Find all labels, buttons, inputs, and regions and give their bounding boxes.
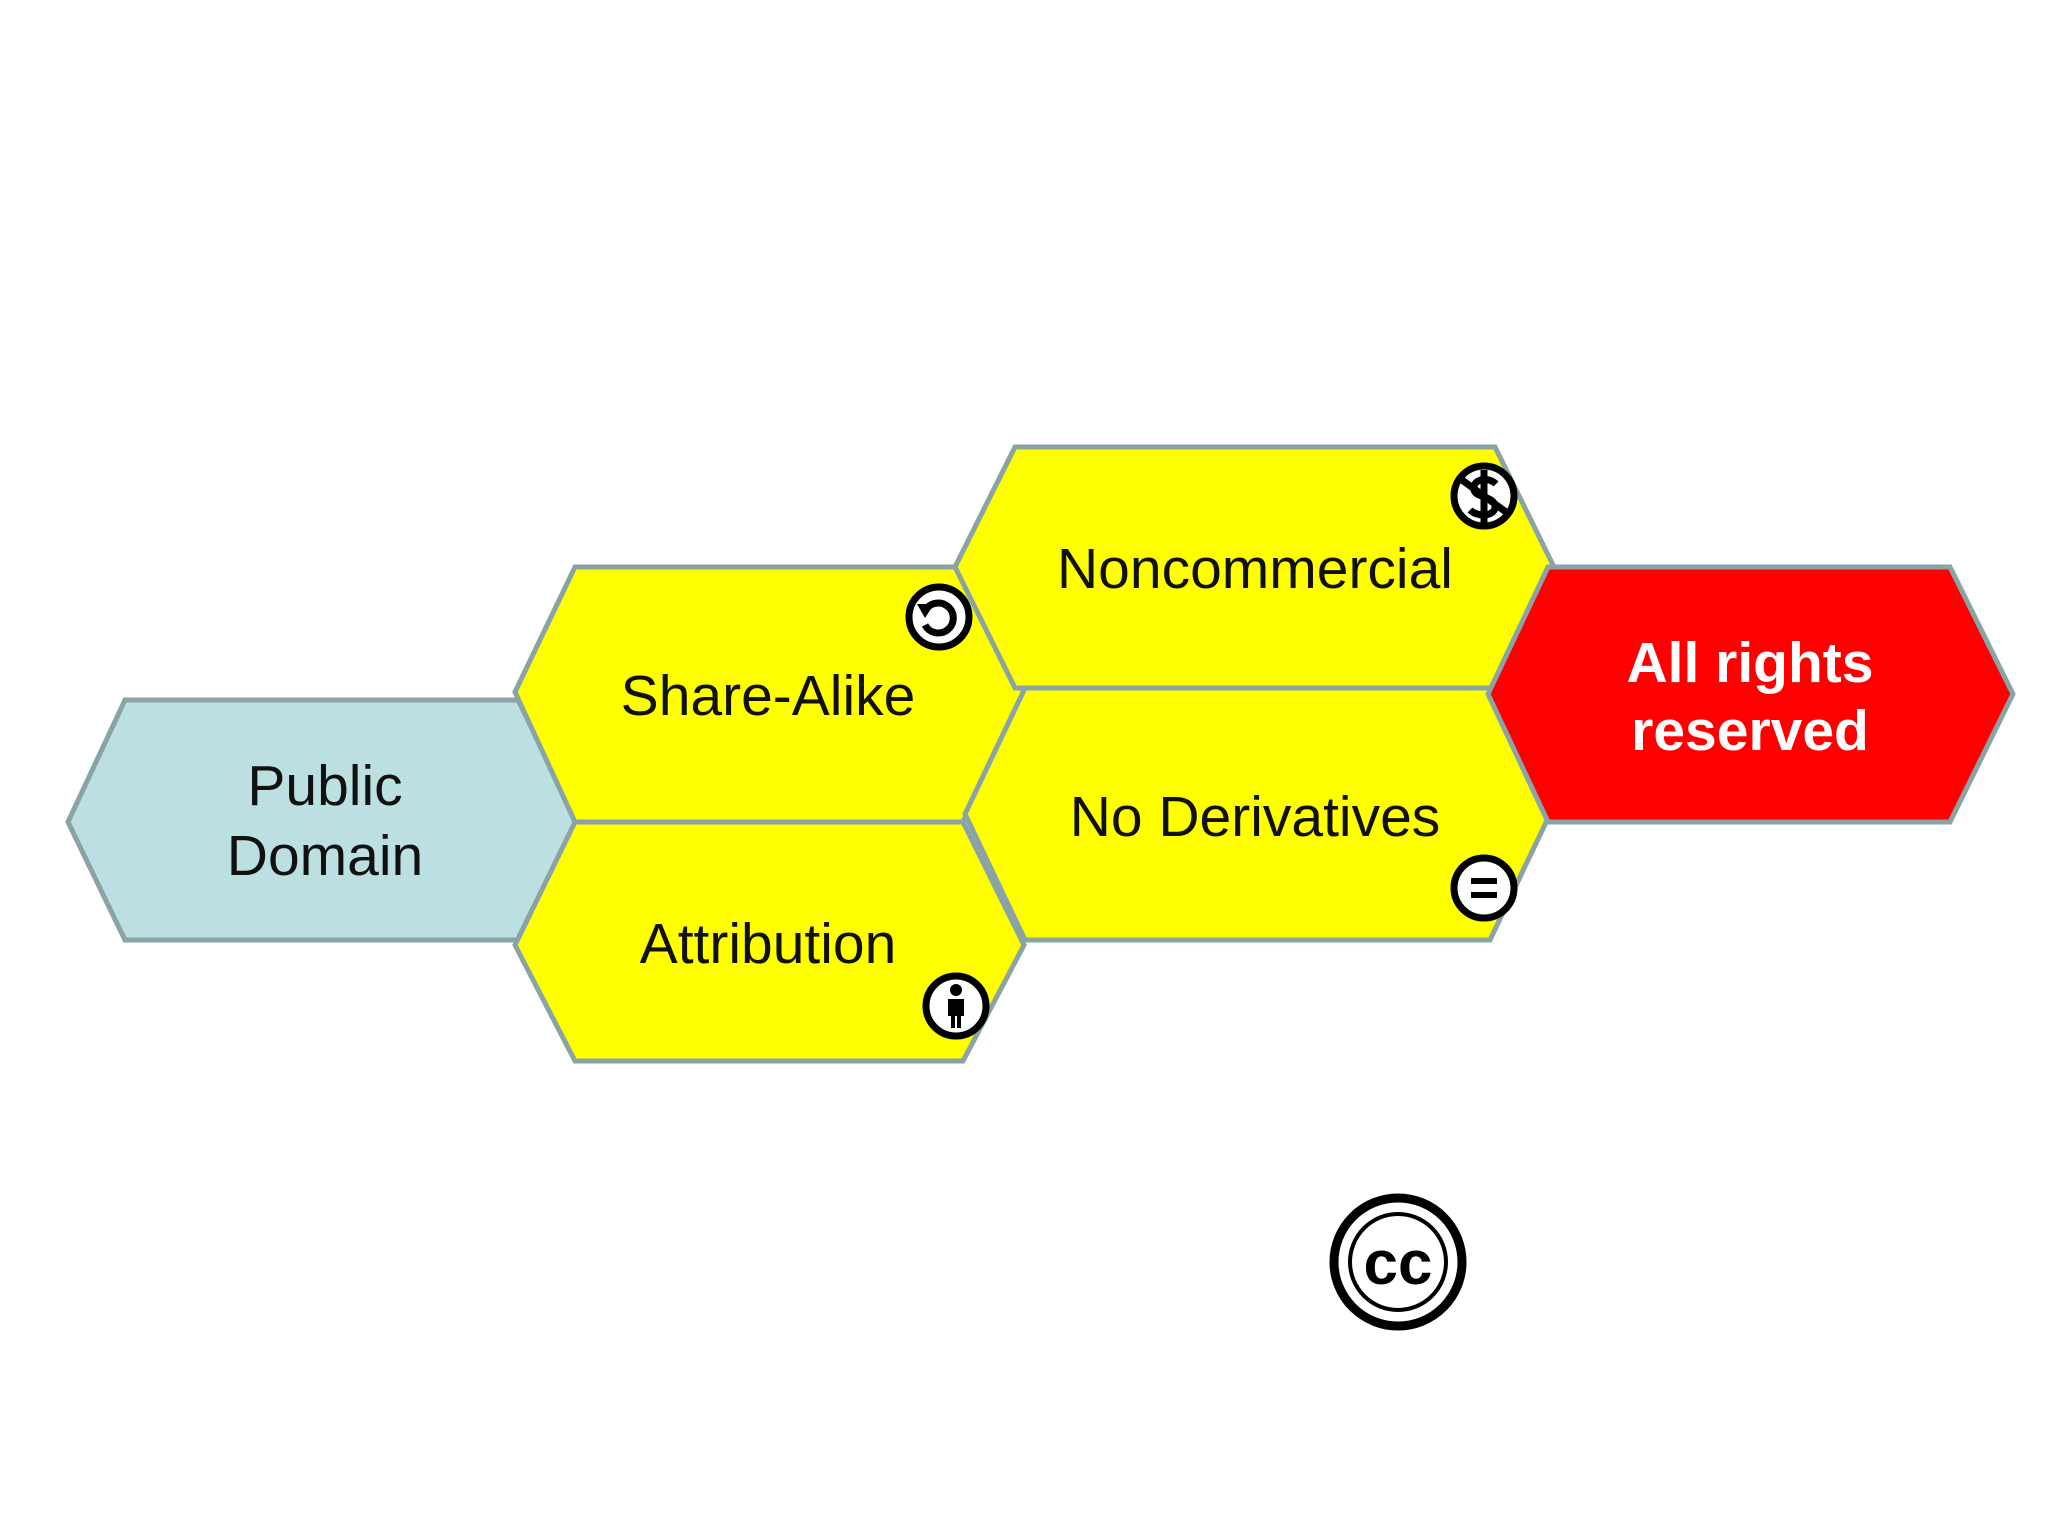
attribution-icon [922, 972, 990, 1040]
share-alike-label: Share-Alike [621, 664, 916, 728]
share-alike-icon [905, 583, 973, 651]
public-domain-hexagon [65, 697, 581, 943]
no-derivatives-label: No Derivatives [1070, 785, 1441, 849]
no-derivatives-icon [1450, 854, 1518, 922]
noncommercial-icon [1450, 462, 1518, 530]
public-domain-label-line2: Domain [227, 824, 423, 888]
share-alike-cell: Share-Alike [512, 564, 1027, 825]
attribution-hexagon [512, 819, 1027, 1064]
all-rights-reserved-label: All rights [1626, 631, 1873, 695]
public-domain-label: Public [247, 754, 402, 818]
noncommercial-label: Noncommercial [1057, 537, 1453, 601]
no-derivatives-cell: No Derivatives [962, 685, 1553, 943]
all-rights-reserved-hexagon [1485, 564, 2016, 825]
public-domain-cell: Public Domain [65, 697, 581, 943]
noncommercial-cell: Noncommercial [952, 444, 1557, 691]
all-rights-reserved-cell: All rights reserved [1485, 564, 2016, 825]
creative-commons-logo-text: cc [1364, 1229, 1433, 1298]
creative-commons-logo-icon: cc [1329, 1193, 1467, 1331]
all-rights-reserved-label-line2: reserved [1631, 699, 1869, 763]
attribution-cell: Attribution [512, 819, 1027, 1064]
attribution-label: Attribution [640, 912, 897, 976]
